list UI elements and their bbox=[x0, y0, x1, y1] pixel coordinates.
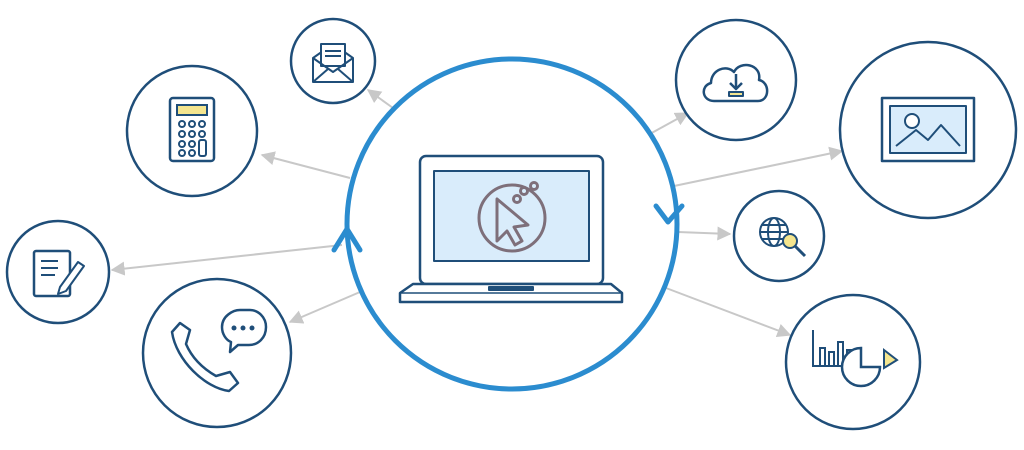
bar-pie-chart-icon bbox=[812, 330, 899, 388]
chat-bubble-icon bbox=[220, 308, 268, 354]
arrow-to-calculator bbox=[260, 151, 351, 179]
arrow-to-phone-chat bbox=[288, 291, 361, 324]
cursor-icon bbox=[477, 181, 547, 253]
satellite-web-search bbox=[732, 189, 826, 283]
satellite-image bbox=[838, 40, 1018, 220]
globe-search-icon bbox=[759, 217, 807, 258]
satellite-document bbox=[5, 219, 111, 325]
arrow-to-image bbox=[673, 146, 844, 187]
envelope-icon bbox=[312, 43, 354, 83]
laptop-touchpad bbox=[488, 286, 534, 291]
image-icon bbox=[880, 96, 976, 163]
phone-handset-icon bbox=[170, 321, 240, 393]
phone-chat-icon bbox=[170, 308, 268, 393]
document-pen-icon bbox=[32, 249, 85, 298]
cycle-arrow-right-icon bbox=[653, 203, 685, 225]
cloud-download-icon bbox=[702, 63, 769, 103]
satellite-calculator bbox=[125, 64, 259, 198]
laptop-with-cursor-icon bbox=[398, 154, 624, 304]
satellite-phone-chat bbox=[141, 277, 293, 429]
arrow-to-cloud-download bbox=[647, 112, 690, 136]
calculator-icon bbox=[168, 96, 216, 163]
arrow-to-web-search bbox=[677, 226, 732, 241]
cycle-arrow-left-icon bbox=[331, 226, 363, 253]
arrow-to-document bbox=[110, 244, 343, 276]
satellite-email bbox=[289, 17, 377, 105]
satellite-analytics bbox=[784, 293, 922, 431]
connector-arrows bbox=[110, 89, 844, 338]
central-cycle bbox=[331, 56, 685, 392]
arrow-to-email bbox=[366, 89, 394, 109]
arrow-to-analytics bbox=[665, 287, 792, 338]
cycle-ring bbox=[344, 56, 680, 392]
satellite-cloud-download bbox=[674, 18, 798, 142]
